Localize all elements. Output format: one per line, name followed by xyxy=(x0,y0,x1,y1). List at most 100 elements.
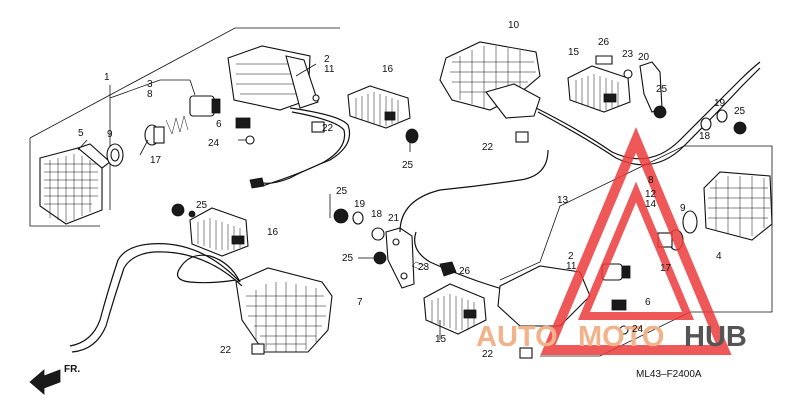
bolt-22-bottom xyxy=(251,343,265,355)
lens-10 xyxy=(439,41,541,119)
bolt-23-mid xyxy=(411,261,427,271)
label-26b: 26 xyxy=(459,266,471,277)
collar-19-mid xyxy=(352,211,364,225)
label-18a: 18 xyxy=(699,131,711,142)
screw-6 xyxy=(235,117,251,129)
lens-4 xyxy=(703,171,773,241)
label-19a: 19 xyxy=(714,98,726,109)
label-8b: 8 xyxy=(648,175,654,186)
front-direction-arrow xyxy=(29,369,61,395)
spacer-18-mid xyxy=(371,227,385,241)
label-3: 3 xyxy=(147,79,153,90)
grommet-25-mid xyxy=(333,208,349,224)
label-9: 9 xyxy=(107,129,113,140)
housing-2 xyxy=(227,45,320,111)
label-19b: 19 xyxy=(354,199,366,210)
label-11b: 11 xyxy=(566,261,577,272)
grommet-25-top xyxy=(405,128,419,144)
label-22b: 22 xyxy=(220,345,232,356)
grommet-25-top-right xyxy=(653,105,667,119)
harness-top-right xyxy=(535,61,761,160)
diagram-code: ML43–F2400A xyxy=(636,369,702,380)
grommet-25-mid2 xyxy=(373,251,387,265)
label-22d: 22 xyxy=(482,349,494,360)
screw-24 xyxy=(238,135,255,145)
label-25a: 25 xyxy=(402,160,414,171)
watermark-text-c: HUB xyxy=(684,321,747,353)
label-25b: 25 xyxy=(196,200,208,211)
spacer-18-top xyxy=(700,117,712,131)
label-14: 14 xyxy=(645,199,657,210)
bulb-17 xyxy=(144,124,165,146)
label-9b: 9 xyxy=(680,203,686,214)
nut-26-top xyxy=(595,55,613,65)
watermark-text: AUTO MOTO HUB xyxy=(476,321,747,353)
harness-left xyxy=(257,107,351,184)
bolt-22-right xyxy=(519,347,533,359)
label-6: 6 xyxy=(216,119,222,130)
label-25f: 25 xyxy=(342,253,354,264)
assembly-bracket-1 xyxy=(29,27,340,139)
bolt-22-top xyxy=(311,121,325,133)
screw-6-right xyxy=(611,299,627,311)
label-2: 2 xyxy=(324,54,330,65)
label-25d: 25 xyxy=(734,106,746,117)
label-15b: 15 xyxy=(435,334,447,345)
label-23a: 23 xyxy=(622,49,634,60)
label-20: 20 xyxy=(638,52,650,63)
label-7: 7 xyxy=(357,297,363,308)
grommet-25-top-right2 xyxy=(733,121,747,135)
label-22c: 22 xyxy=(482,142,494,153)
bolt-22-top-right xyxy=(515,131,529,143)
label-11: 11 xyxy=(324,64,335,75)
gasket-9-right xyxy=(682,210,698,234)
label-16a: 16 xyxy=(382,64,394,75)
label-4: 4 xyxy=(716,251,722,262)
label-25e: 25 xyxy=(336,186,348,197)
socket-3 xyxy=(189,95,221,117)
label-fr: FR. xyxy=(64,364,80,375)
label-22a: 22 xyxy=(322,123,334,134)
label-10: 10 xyxy=(508,20,520,31)
harness-mid xyxy=(399,149,549,233)
label-1: 1 xyxy=(104,72,110,83)
assembly-bracket-13 xyxy=(499,145,773,357)
watermark-text-a: AUTO xyxy=(476,321,558,353)
label-15a: 15 xyxy=(568,47,580,58)
label-2b: 2 xyxy=(568,251,574,262)
label-24b: 24 xyxy=(632,324,644,335)
label-12: 12 xyxy=(645,189,657,200)
nut-26-mid xyxy=(439,261,457,277)
bolt-23-top xyxy=(623,69,633,79)
collar-19-top xyxy=(716,109,728,123)
label-13: 13 xyxy=(557,195,569,206)
turn-signal-lens-5 xyxy=(39,143,111,225)
label-17: 17 xyxy=(150,155,162,166)
relay-15-bottom xyxy=(423,283,487,335)
label-21: 21 xyxy=(388,213,400,224)
harness-7 xyxy=(69,243,241,347)
lens-7 xyxy=(235,267,333,353)
label-26a: 26 xyxy=(598,37,610,48)
label-5: 5 xyxy=(78,128,84,139)
label-24: 24 xyxy=(208,138,220,149)
label-16b: 16 xyxy=(267,227,279,238)
watermark-text-b: MOTO xyxy=(578,321,664,353)
label-6b: 6 xyxy=(645,297,651,308)
part-labels: 1 2 11 3 8 9 5 17 6 24 22 16 25 25 16 7 … xyxy=(64,20,746,380)
socket-spring xyxy=(165,115,189,135)
watermark-logo xyxy=(540,127,732,355)
label-8: 8 xyxy=(147,89,153,100)
assembly-bracket-1-lower xyxy=(29,138,100,227)
relay-16-top xyxy=(347,85,411,129)
label-23b: 23 xyxy=(418,262,430,273)
relay-16-lower xyxy=(189,207,249,257)
label-18b: 18 xyxy=(371,209,383,220)
label-17b: 17 xyxy=(660,263,672,274)
grommet-25-lower xyxy=(171,203,185,217)
relay-15-top xyxy=(567,65,631,113)
bracket-21 xyxy=(385,227,415,289)
label-25c: 25 xyxy=(656,84,668,95)
